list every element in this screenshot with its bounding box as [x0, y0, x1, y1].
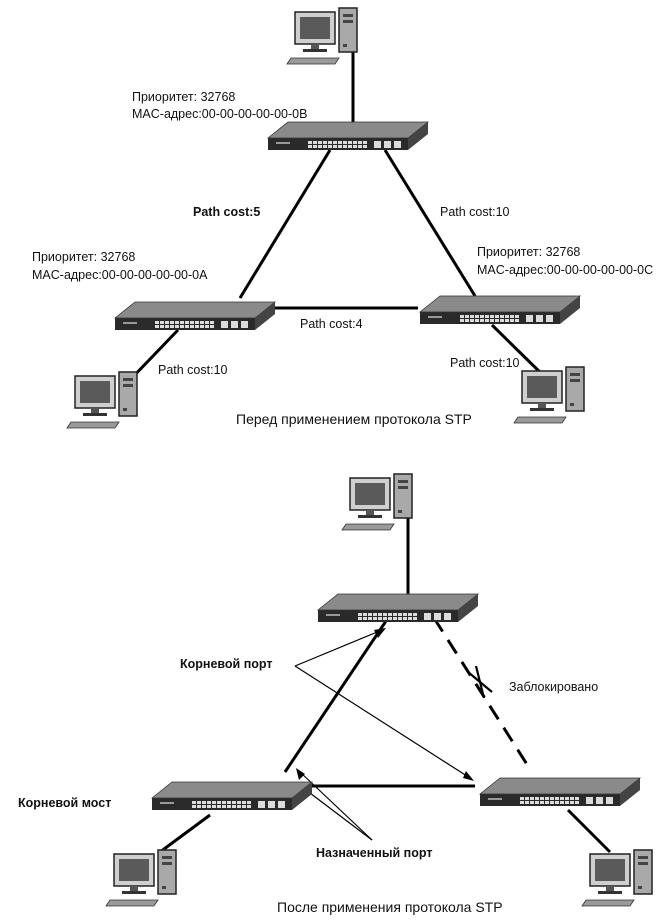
switch-a-mac: MAC-адрес:00-00-00-00-00-0A: [32, 268, 208, 282]
path-cost-label: Path cost:10: [440, 205, 510, 219]
computer-icon: [513, 366, 585, 424]
arrowhead: [374, 628, 386, 638]
switch-c-mac: MAC-адрес:00-00-00-00-00-0C: [477, 263, 654, 277]
computer-icon: [581, 849, 653, 907]
link-root-pc: [159, 813, 211, 854]
switch-b-priority: Приоритет: 32768: [132, 90, 236, 104]
pointer-root-port-top: [294, 629, 383, 667]
arrowhead: [463, 771, 474, 781]
path-cost-label: Path cost:10: [450, 356, 520, 370]
link-top-left: [238, 149, 332, 299]
caption-after: После применения протокола STP: [277, 899, 503, 915]
switch-icon: [114, 301, 276, 331]
link-right-pc-bottom: [566, 808, 612, 854]
root-port-label: Корневой порт: [180, 657, 273, 671]
switch-b-mac: MAC-адрес:00-00-00-00-00-0B: [132, 107, 308, 121]
switch-a-priority: Приоритет: 32768: [32, 250, 136, 264]
switch-icon: [317, 593, 479, 623]
computer-icon: [341, 473, 413, 531]
switch-icon: [479, 777, 641, 807]
path-cost-label: Path cost:4: [300, 317, 363, 331]
blocked-label: Заблокировано: [509, 680, 599, 694]
computer-icon: [286, 7, 358, 65]
root-bridge-label: Корневой мост: [18, 796, 112, 810]
switch-icon: [151, 781, 313, 811]
arrowhead: [296, 768, 305, 780]
computer-icon: [105, 849, 177, 907]
path-cost-label: Path cost:5: [193, 205, 261, 219]
switch-icon: [267, 121, 429, 151]
link-blocked: [432, 617, 530, 767]
pointer-designated-2: [305, 789, 373, 841]
caption-before: Перед применением протокола STP: [236, 411, 472, 427]
path-cost-label: Path cost:10: [158, 363, 228, 377]
pointer-root-port-right: [294, 665, 471, 779]
switch-c-priority: Приоритет: 32768: [477, 245, 581, 259]
switch-icon: [419, 295, 581, 325]
designated-port-label: Назначенный порт: [316, 846, 433, 860]
computer-icon: [66, 371, 138, 429]
link-root-to-top: [283, 617, 390, 773]
link-top-right: [383, 149, 477, 297]
blocked-mark: [467, 665, 493, 699]
